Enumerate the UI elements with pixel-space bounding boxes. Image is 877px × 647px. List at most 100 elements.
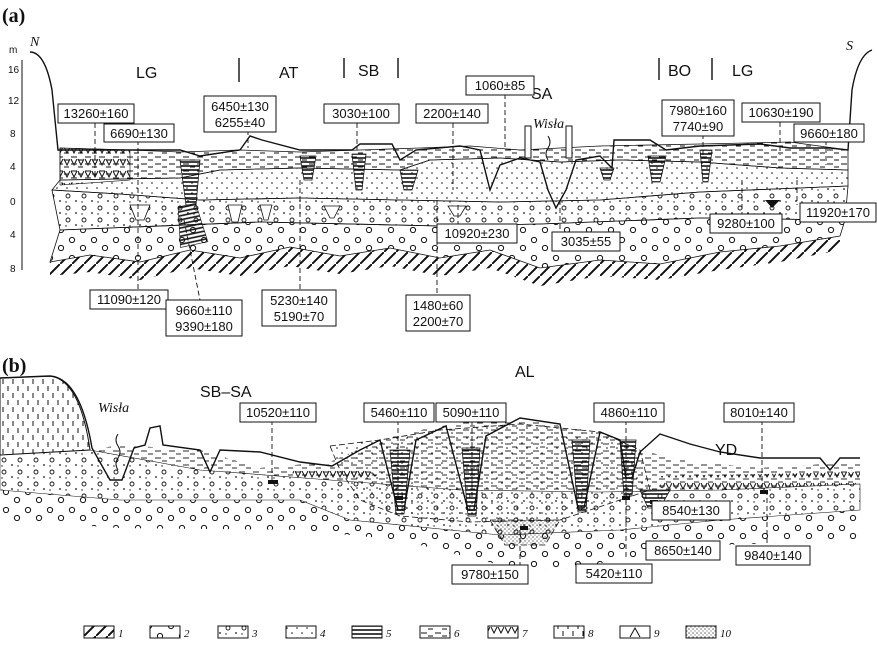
date-box: 5420±110 — [576, 564, 652, 583]
legend-item: 3 — [218, 626, 258, 640]
date-box: 1060±85 — [466, 76, 534, 95]
date-box: 9780±150 — [452, 565, 528, 584]
svg-text:5: 5 — [386, 628, 392, 640]
legend-item: 9 — [620, 626, 660, 640]
unit-label: LG — [732, 63, 753, 80]
svg-text:11090±120: 11090±120 — [97, 292, 161, 307]
date-box: 8010±140 — [724, 403, 794, 422]
svg-text:5460±110: 5460±110 — [371, 405, 428, 420]
axis-tick: 4 — [10, 162, 16, 173]
svg-text:5420±110: 5420±110 — [586, 566, 643, 581]
unit-label: BO — [668, 63, 691, 80]
svg-text:9660±110: 9660±110 — [176, 303, 233, 318]
svg-text:3035±55: 3035±55 — [561, 234, 612, 249]
date-box: 10630±190 — [742, 103, 820, 122]
svg-text:4: 4 — [320, 628, 326, 640]
svg-text:7740±90: 7740±90 — [673, 119, 724, 134]
legend-item: 7 — [488, 626, 528, 640]
svg-text:9780±150: 9780±150 — [461, 567, 519, 582]
date-box: 3030±100 — [324, 104, 399, 123]
panel-b: (b) Wisła SB–SA AL YD — [0, 355, 860, 584]
svg-text:5230±140: 5230±140 — [270, 293, 328, 308]
svg-text:6255±40: 6255±40 — [215, 115, 266, 130]
svg-text:11920±170: 11920±170 — [806, 205, 870, 220]
svg-text:3: 3 — [251, 628, 258, 640]
svg-text:6450±130: 6450±130 — [211, 99, 269, 114]
axis-tick: 4 — [10, 230, 16, 241]
svg-text:9840±140: 9840±140 — [744, 548, 802, 563]
svg-text:9280±100: 9280±100 — [717, 216, 775, 231]
svg-text:9390±180: 9390±180 — [175, 319, 233, 334]
axis-tick: 16 — [8, 65, 20, 76]
svg-text:8540±130: 8540±130 — [662, 503, 720, 518]
river-label: Wisła — [533, 117, 564, 132]
date-box: 2200±140 — [416, 104, 488, 123]
svg-text:1: 1 — [118, 628, 124, 640]
date-box: 5460±110 — [364, 403, 434, 422]
unit-label: AT — [279, 65, 298, 82]
date-box: 10520±110 — [240, 403, 316, 422]
panel-a-label: (a) — [2, 5, 25, 27]
svg-text:1060±85: 1060±85 — [475, 78, 526, 93]
date-box: 5090±110 — [436, 403, 506, 422]
svg-text:7: 7 — [522, 628, 528, 640]
date-box: 4860±110 — [594, 403, 664, 422]
date-box: 8540±130 — [652, 501, 730, 520]
date-box: 3035±55 — [552, 232, 620, 251]
svg-text:10630±190: 10630±190 — [749, 105, 814, 120]
svg-text:9660±180: 9660±180 — [800, 126, 858, 141]
axis-tick: 0 — [10, 197, 16, 208]
legend-item: 5 — [352, 626, 392, 640]
svg-text:10920±230: 10920±230 — [445, 226, 510, 241]
unit-label: AL — [515, 364, 535, 381]
svg-text:4860±110: 4860±110 — [601, 405, 658, 420]
legend-item: 4 — [286, 626, 326, 640]
date-box: 9280±100 — [710, 214, 782, 233]
unit-label: SB — [358, 63, 379, 80]
svg-text:6: 6 — [454, 628, 460, 640]
svg-text:5190±70: 5190±70 — [274, 309, 325, 324]
panel-a: (a) N S m 16 12 8 4 0 4 8 — [2, 5, 876, 336]
date-box: 13260±160 — [58, 104, 134, 123]
legend-item: 10 — [686, 626, 732, 640]
loess-block — [0, 376, 90, 455]
svg-text:8650±140: 8650±140 — [654, 543, 712, 558]
legend-item: 8 — [554, 626, 594, 640]
svg-text:2200±70: 2200±70 — [413, 314, 464, 329]
panel-b-label: (b) — [2, 355, 26, 377]
legend-item: 6 — [420, 626, 460, 640]
svg-text:13260±160: 13260±160 — [64, 106, 129, 121]
svg-text:7980±160: 7980±160 — [669, 103, 727, 118]
svg-text:2: 2 — [184, 628, 190, 640]
date-box: 8650±140 — [646, 541, 720, 560]
legend: 1 2 3 4 5 6 7 8 9 10 — [84, 626, 732, 640]
south-label: S — [846, 39, 853, 54]
axis-unit: m — [9, 45, 17, 56]
elevation-axis: m 16 12 8 4 0 4 8 — [8, 45, 22, 275]
axis-tick: 8 — [10, 129, 16, 140]
svg-text:8010±140: 8010±140 — [730, 405, 788, 420]
date-box: 10920±230 — [437, 224, 517, 243]
svg-text:10520±110: 10520±110 — [246, 405, 310, 420]
legend-item: 2 — [150, 626, 190, 640]
unit-label: YD — [715, 442, 737, 459]
unit-label: SB–SA — [200, 384, 252, 401]
svg-text:3030±100: 3030±100 — [332, 106, 390, 121]
date-box: 11920±170 — [800, 203, 876, 222]
svg-text:9: 9 — [654, 628, 660, 640]
svg-text:1480±60: 1480±60 — [413, 298, 464, 313]
unit-label: LG — [136, 65, 157, 82]
legend-item: 1 — [84, 626, 124, 640]
svg-text:2200±140: 2200±140 — [423, 106, 481, 121]
axis-tick: 8 — [10, 264, 16, 275]
date-box: 11090±120 — [90, 290, 168, 309]
svg-text:6690±130: 6690±130 — [110, 126, 168, 141]
svg-text:5090±110: 5090±110 — [443, 405, 500, 420]
river-label: Wisła — [98, 401, 129, 416]
axis-tick: 12 — [8, 96, 20, 107]
